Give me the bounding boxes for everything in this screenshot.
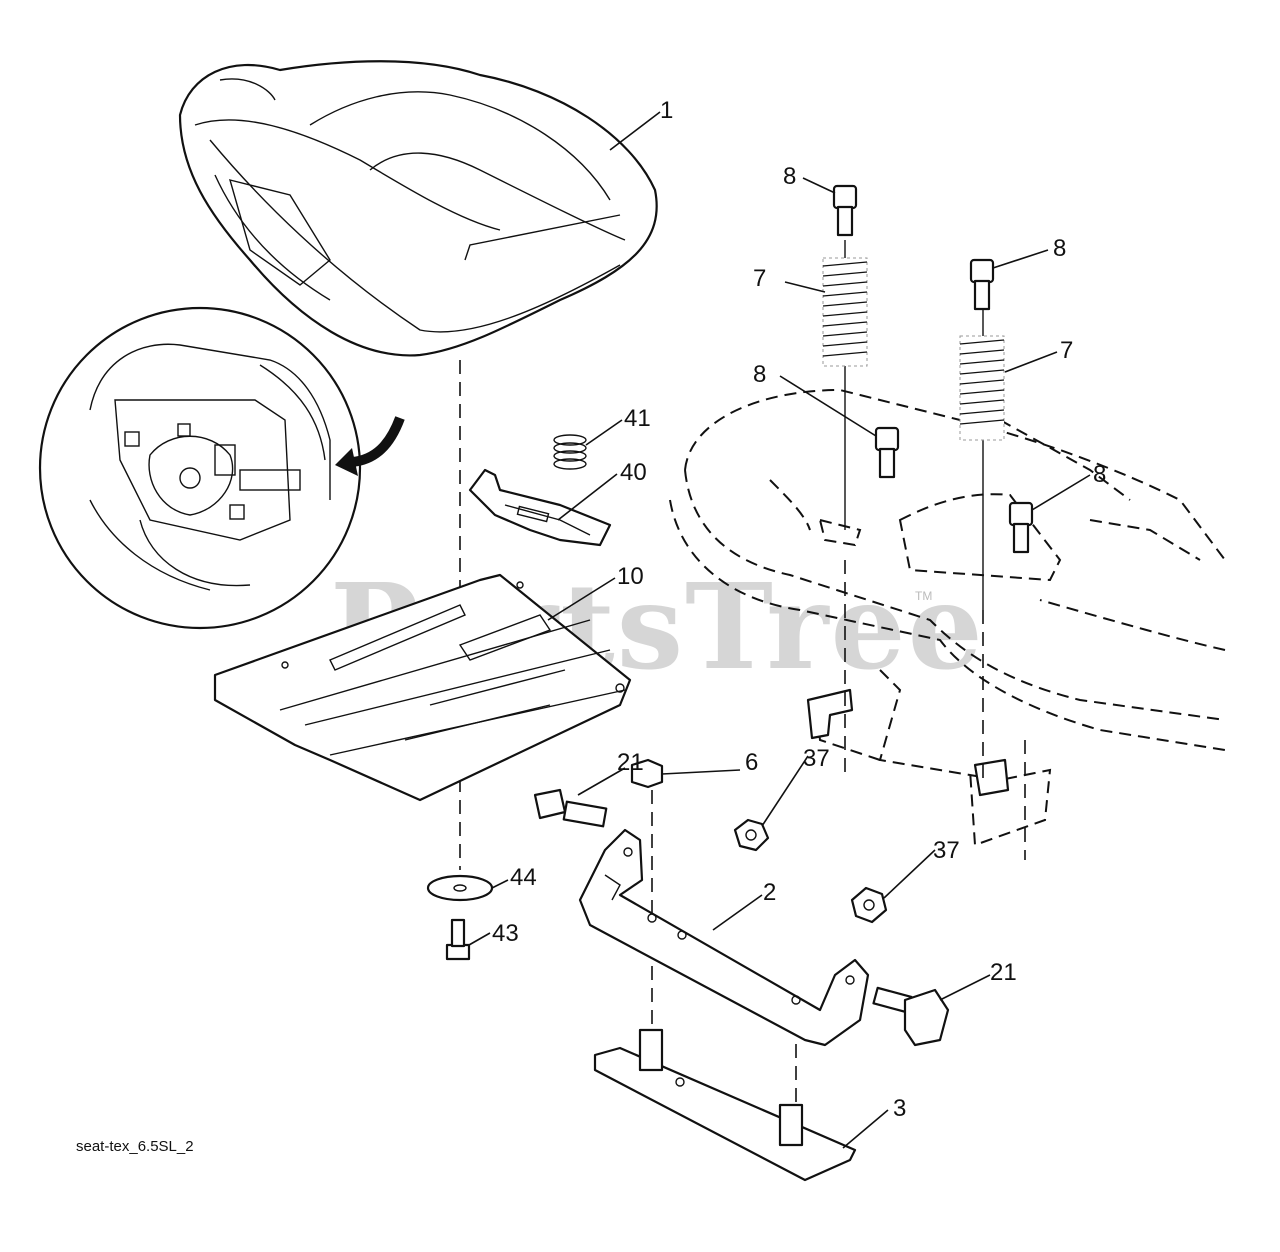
nut-part-37-lower[interactable]: [850, 886, 888, 924]
washer-part-44[interactable]: [426, 874, 494, 902]
detail-inset: [38, 306, 362, 630]
callout-7b: 7: [1060, 337, 1073, 364]
bolt-part-8-b[interactable]: [969, 258, 995, 311]
seat-frame-bracket: [806, 688, 1010, 797]
callout-37a: 37: [803, 745, 830, 772]
callout-8b: 8: [1053, 235, 1066, 262]
spring-part-41[interactable]: [553, 434, 587, 470]
plate-part-3[interactable]: [593, 1028, 857, 1182]
curved-arrow-icon: [335, 416, 405, 476]
watermark-tm: TM: [915, 589, 932, 603]
nut-part-37-upper[interactable]: [733, 818, 770, 852]
callout-8d: 8: [1093, 461, 1106, 488]
leader-lines: [468, 111, 1091, 1149]
bolt-part-21-left[interactable]: [533, 788, 608, 828]
callout-6: 6: [745, 749, 758, 776]
nut-part-6[interactable]: [630, 758, 664, 789]
spring-part-7-a[interactable]: [822, 257, 868, 367]
callout-3: 3: [893, 1095, 906, 1122]
callout-41: 41: [624, 405, 651, 432]
callout-44: 44: [510, 864, 537, 891]
callout-2: 2: [763, 879, 776, 906]
callout-21b: 21: [990, 959, 1017, 986]
callout-8c: 8: [753, 361, 766, 388]
callout-1: 1: [660, 97, 673, 124]
latch-plate-part-40[interactable]: [468, 468, 612, 547]
bracket-part-2[interactable]: [578, 828, 870, 1047]
callout-43: 43: [492, 920, 519, 947]
callout-7a: 7: [753, 265, 766, 292]
callout-10: 10: [617, 563, 644, 590]
bolt-part-21-right[interactable]: [872, 986, 950, 1047]
seat-part-1[interactable]: [178, 60, 658, 357]
callout-8a: 8: [783, 163, 796, 190]
callout-21a: 21: [617, 749, 644, 776]
bolt-part-8-a[interactable]: [832, 184, 858, 237]
bolt-part-8-d[interactable]: [1008, 501, 1034, 554]
diagram-caption: seat-tex_6.5SL_2: [76, 1138, 194, 1155]
bolt-part-8-c[interactable]: [874, 426, 900, 479]
spring-part-7-b[interactable]: [959, 335, 1005, 441]
seat-pan-part-10[interactable]: [213, 573, 632, 802]
bolt-part-43[interactable]: [445, 918, 471, 961]
callout-40: 40: [620, 459, 647, 486]
callout-37b: 37: [933, 837, 960, 864]
